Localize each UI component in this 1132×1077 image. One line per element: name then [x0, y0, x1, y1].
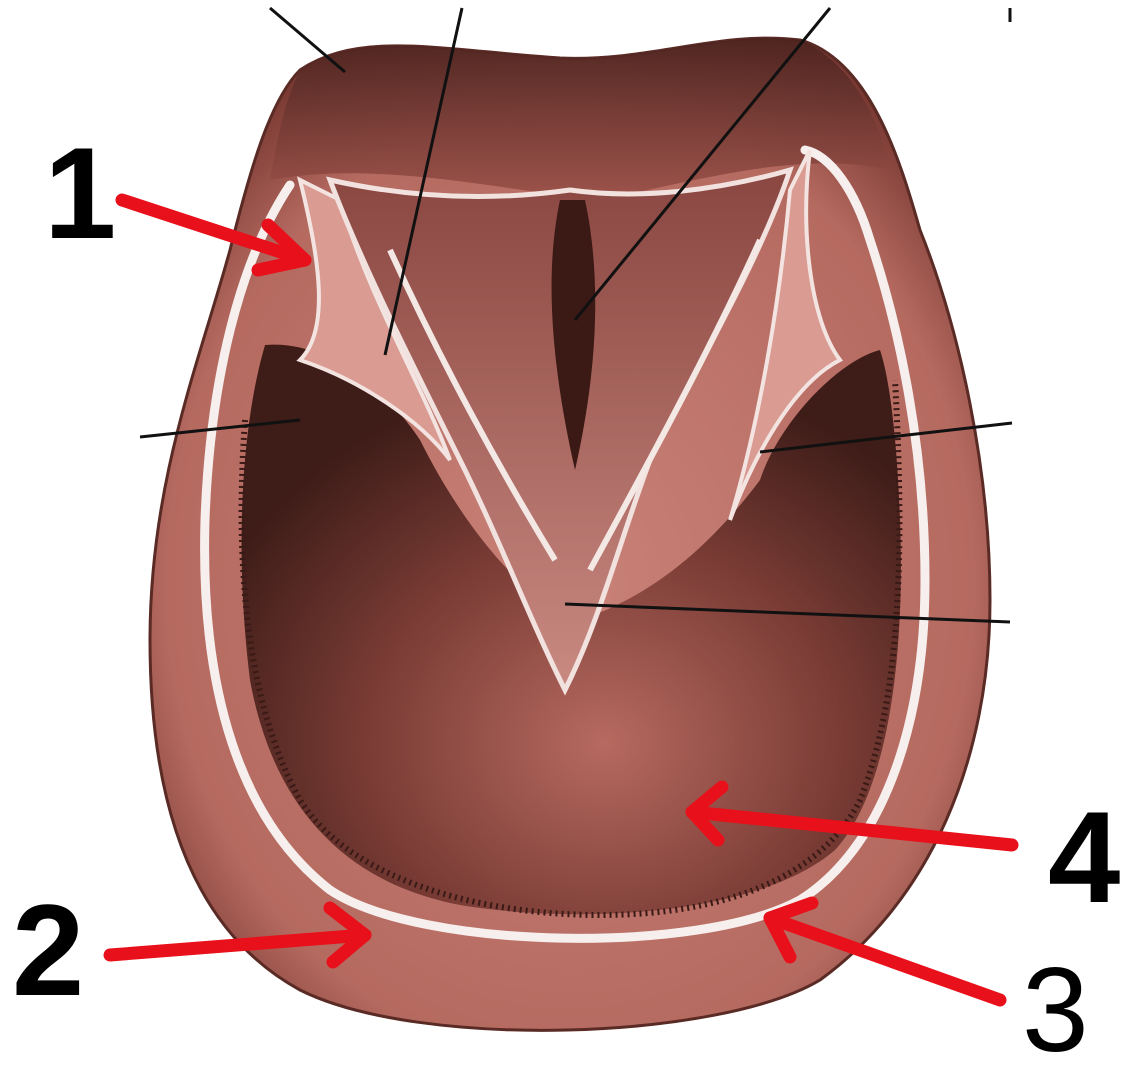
leader-line — [270, 8, 345, 72]
label-2: 2 — [12, 885, 84, 1015]
label-4: 4 — [1048, 792, 1120, 922]
label-3: 3 — [1022, 950, 1089, 1070]
label-1: 1 — [44, 128, 116, 258]
